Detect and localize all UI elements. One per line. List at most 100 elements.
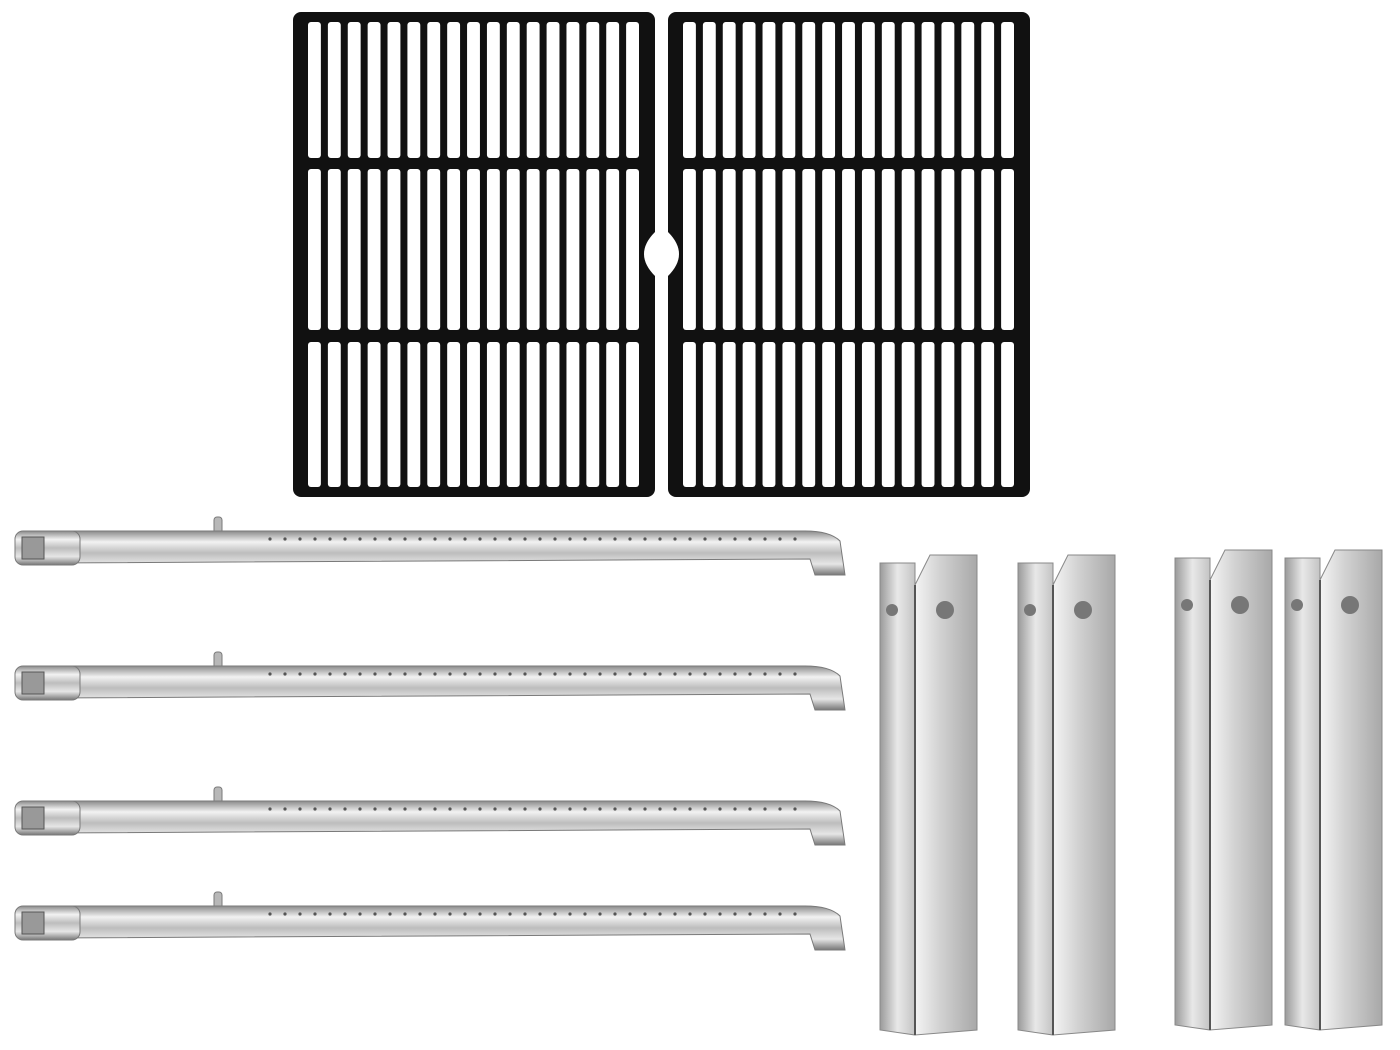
grate-slot — [822, 22, 836, 158]
grate-slot — [742, 342, 756, 487]
port-hole — [268, 912, 272, 916]
grate-slot — [467, 169, 480, 330]
port-hole — [658, 672, 662, 676]
grate-slot — [486, 342, 500, 487]
port-hole — [418, 672, 422, 676]
port-hole — [688, 912, 692, 916]
port-hole — [523, 537, 527, 541]
port-hole — [343, 912, 347, 916]
grate-slot — [308, 342, 321, 487]
burner-tubes — [14, 516, 846, 951]
port-hole — [448, 807, 452, 811]
grate-slot — [387, 22, 401, 158]
port-hole — [418, 807, 422, 811]
grate-slot — [921, 169, 935, 330]
grate-slot — [742, 22, 756, 158]
port-hole — [643, 807, 647, 811]
port-hole — [763, 807, 767, 811]
port-hole — [313, 537, 317, 541]
plate-left-face — [1174, 557, 1211, 1031]
port-hole — [718, 912, 722, 916]
grate-slot — [566, 169, 580, 330]
mesh-screen — [21, 911, 45, 935]
port-hole — [448, 672, 452, 676]
grate-slot — [308, 169, 321, 330]
port-hole — [778, 537, 782, 541]
port-hole — [598, 807, 602, 811]
port-hole — [463, 537, 467, 541]
port-hole — [673, 912, 677, 916]
grate-slot — [486, 169, 500, 330]
grate-slot — [546, 22, 560, 158]
port-hole — [478, 672, 482, 676]
grate-slot — [1001, 22, 1014, 158]
plate-left-face — [1017, 562, 1054, 1036]
grate-slot — [981, 22, 995, 158]
grate-slot — [802, 22, 816, 158]
port-hole — [598, 537, 602, 541]
port-hole — [583, 672, 587, 676]
port-hole — [658, 807, 662, 811]
cooking-grate — [293, 12, 655, 497]
port-hole — [508, 807, 512, 811]
port-hole — [343, 537, 347, 541]
port-hole — [583, 807, 587, 811]
port-hole — [703, 537, 707, 541]
port-hole — [328, 912, 332, 916]
grate-slot — [901, 22, 915, 158]
tube-body — [44, 905, 846, 951]
plate-right-face — [1209, 549, 1273, 1031]
port-hole — [718, 537, 722, 541]
port-hole — [478, 912, 482, 916]
port-hole — [733, 537, 737, 541]
port-hole — [538, 912, 542, 916]
grate-slot — [901, 342, 915, 487]
port-hole — [523, 912, 527, 916]
grate-slot — [506, 22, 520, 158]
grate-slot — [526, 342, 540, 487]
grate-slot — [546, 169, 560, 330]
plate-hole — [1181, 599, 1193, 611]
grate-slot — [327, 169, 341, 330]
port-hole — [538, 672, 542, 676]
grate-slot — [901, 169, 915, 330]
grate-slot — [407, 169, 421, 330]
grate-slot — [626, 342, 639, 487]
grate-slot — [546, 342, 560, 487]
port-hole — [673, 672, 677, 676]
port-hole — [763, 912, 767, 916]
grate-slot — [367, 342, 381, 487]
grate-slot — [842, 342, 855, 487]
grate-notch — [668, 232, 679, 276]
port-hole — [313, 912, 317, 916]
port-hole — [343, 672, 347, 676]
port-hole — [703, 807, 707, 811]
grate-slot — [981, 342, 995, 487]
grate-slot — [586, 342, 600, 487]
grate-slot — [347, 22, 361, 158]
port-hole — [358, 912, 362, 916]
port-hole — [298, 912, 302, 916]
port-hole — [568, 807, 572, 811]
port-hole — [358, 672, 362, 676]
grate-slot — [506, 342, 520, 487]
port-hole — [298, 807, 302, 811]
port-hole — [478, 537, 482, 541]
port-hole — [553, 807, 557, 811]
port-hole — [433, 672, 437, 676]
heat-plate — [1174, 549, 1273, 1031]
port-hole — [643, 912, 647, 916]
grate-slot — [941, 342, 955, 487]
grate-slot — [941, 22, 955, 158]
port-hole — [688, 807, 692, 811]
port-hole — [748, 537, 752, 541]
port-hole — [373, 672, 377, 676]
grate-slot — [782, 22, 796, 158]
grate-slot — [606, 169, 620, 330]
port-hole — [433, 912, 437, 916]
plate-right-face — [1319, 549, 1383, 1031]
grate-slot — [626, 22, 639, 158]
grate-slot — [722, 342, 736, 487]
port-hole — [643, 537, 647, 541]
port-hole — [778, 672, 782, 676]
